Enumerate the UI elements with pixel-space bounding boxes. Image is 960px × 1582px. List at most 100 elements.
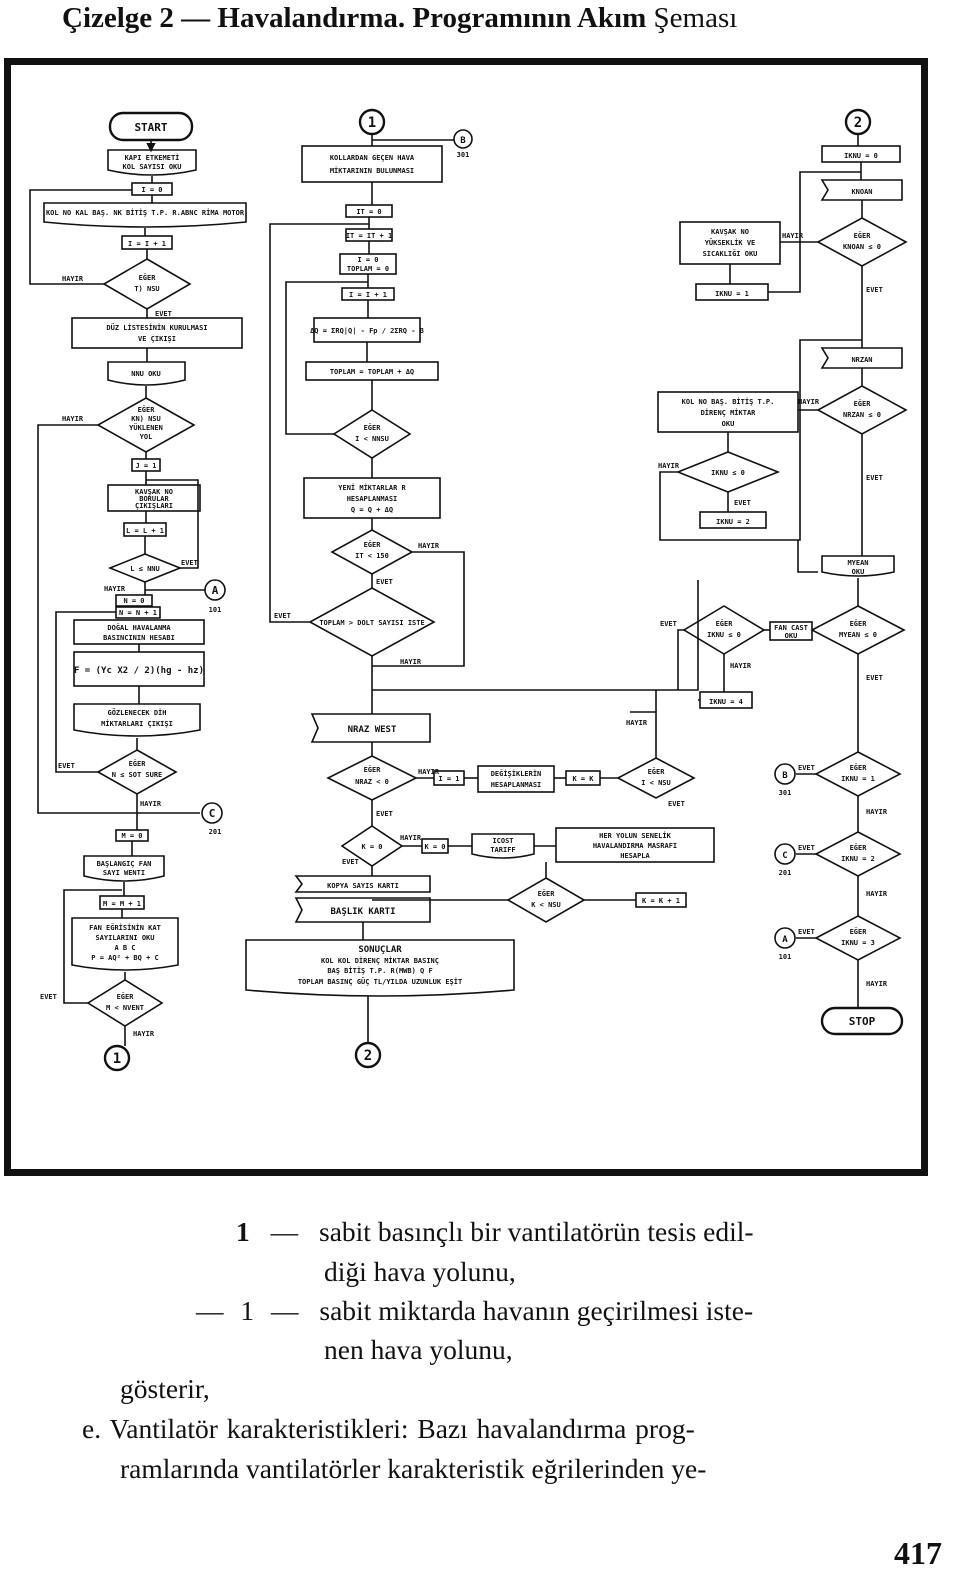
kopya-label: KOPYA SAYIS KARTI [327,882,399,890]
decision-t-nsu [102,258,192,310]
dogal-l2: BASINCININ HESABI [103,634,175,642]
column-2: 1 B 301 KOLLARDAN GEÇEN HAVA MİKTARININ … [245,108,715,1069]
dec-myean-l1: EĞER [850,619,868,628]
lbl-201-1: 201 [209,828,222,836]
fancast-box [769,621,813,641]
read1-line1: KAPI ETKEMETİ [125,153,180,162]
dec-nsu-l2: I < NSU [641,779,671,787]
evet-label-10: EVET [866,286,883,294]
list-l2: VE ÇIKIŞI [138,335,176,343]
legend-line-5: gösterir, [120,1373,210,1404]
connector-b-2 [774,763,796,785]
i1b-label: I = 1 [438,775,459,783]
myean-read [821,555,895,577]
dec-iknu1-l2: IKNU = 1 [841,775,875,783]
her-l1: HER YOLUN SENELİK [599,831,671,840]
incr-l-label: L = L + 1 [126,527,164,535]
dec-iknu3-l2: IKNU = 3 [841,939,875,947]
hayir-label-6: HAYIR [418,542,440,550]
page-number: 417 [894,1535,942,1571]
hayir-label-11: HAYIR [782,232,804,240]
fan-l2: SAYILARINI OKU [95,934,154,942]
hayir-label-2: HAYIR [62,415,84,423]
kavsak3-l3: SICAKLIĞI OKU [703,249,758,258]
evet-label-1: EVET [155,310,172,318]
degisik-l2: HESAPLANMASI [491,781,542,789]
lbl-301-1: 301 [457,151,470,159]
baslangic-l1: BAŞLANGIÇ FAN [97,860,152,868]
title-bold: Çizelge 2 — Havalandırma. Programının Ak… [62,2,647,34]
gozlen-l2: MİKTARLARI ÇIKIŞI [101,719,173,728]
dec-knoan-l1: EĞER [854,231,872,240]
kavsak3-l1: KAVŞAK NO [711,228,749,236]
yeni-l3: Q = Q + ΔQ [351,506,393,514]
hayir-label-17: HAYIR [866,980,888,988]
conn2-out: 2 [364,1048,372,1064]
lbl-101-2: 101 [779,953,792,961]
hayir-label-1: HAYIR [62,275,84,283]
legend-line1-dash: — [270,1216,299,1247]
hayir-label-9: HAYIR [626,719,648,727]
fan-l1: FAN EĞRİSİNİN KAT [89,923,161,932]
n1-label: N = N + 1 [119,609,157,617]
stop-terminal [820,1006,904,1036]
fancast-l1: FAN CAST [774,624,808,632]
nrzan-label: NRZAN [851,356,872,364]
lbl-201-2: 201 [779,869,792,877]
her-yol-process [555,827,715,863]
it0-label: IT = 0 [356,208,381,216]
decision-iknu3 [814,915,902,961]
kavsak-l2: BORULAR [139,495,169,503]
decision-m-nvent [86,979,164,1027]
toplam-label: TOPLAM = TOPLAM + ΔQ [330,368,414,376]
legend-line-7: ramlarında vantilatörler karakteristik e… [120,1453,707,1484]
legend-line-6: e. Vantilatör karakteristikleri: Bazı ha… [82,1413,695,1444]
cost-shape [471,833,535,859]
kollar-process [301,145,443,183]
dec-iknu0b-l1: EĞER [716,619,734,628]
conn2-in: 2 [854,115,862,131]
decision-myean [810,605,906,655]
evet-label-15: EVET [798,764,815,772]
sonuc-l2: KOL KOL DİRENÇ MİKTAR BASINÇ [321,956,439,965]
baslangic-shape [83,855,165,882]
dec2-l2: KN) NSU [131,415,161,423]
page-title: Çizelge 2 — Havalandırma. Programının Ak… [62,2,737,35]
conn-c-1: C [209,807,216,820]
evet-label-6: EVET [274,612,291,620]
degisik-l1: DEĞİŞİKLERİN [491,769,542,778]
decision-iknu2 [814,831,902,877]
kopya-shape [294,875,431,893]
dec-nrzan-l1: EĞER [854,399,872,408]
stop-label: STOP [849,1015,876,1028]
hayir-label-13: HAYIR [658,462,680,470]
legend-line3-text: sabit miktarda havanın geçirilmesi iste- [319,1295,754,1326]
myean-l2: OKU [852,568,865,576]
fan-l4: P = AQ² + BQ + C [91,954,158,962]
evet-label-12: EVET [866,474,883,482]
kol3-l3: OKU [722,420,735,428]
dec-i-l2: I < NNSU [355,435,389,443]
dec-nrzan-l2: NRZAN ≤ 0 [843,411,881,419]
dec-n-eger: EĞER [129,759,147,768]
hayir-label-16: HAYIR [866,890,888,898]
dec-k0-label: K = 0 [361,843,382,851]
hayir-label-12: HAYIR [798,398,820,406]
dec-nsu-l1: EĞER [648,767,666,776]
connector-c-2 [774,843,796,865]
dec2-l3: YÜKLENEN [129,423,163,432]
dec-knsu-l2: K < NSU [531,901,561,909]
kk1-box [635,892,687,908]
column-1: START KAPI ETKEMETİ KOL SAYISI OKU I = 0… [29,111,247,1072]
evet-label-17: EVET [798,928,815,936]
fan-l3: A B C [114,944,135,952]
conn1-out: 1 [113,1051,121,1067]
legend-line-4: nen hava yolunu, [324,1334,513,1365]
ii-label: I = I + 1 [349,291,387,299]
kollar-l2: MİKTARININ BULUNMASI [330,166,414,175]
iknu1-label: IKNU = 1 [715,290,749,298]
r0-l2: TOPLAM = 0 [347,265,389,273]
evet-label-14: EVET [866,674,883,682]
decision-knoan [816,217,908,267]
conn-b-1: B [460,136,466,146]
